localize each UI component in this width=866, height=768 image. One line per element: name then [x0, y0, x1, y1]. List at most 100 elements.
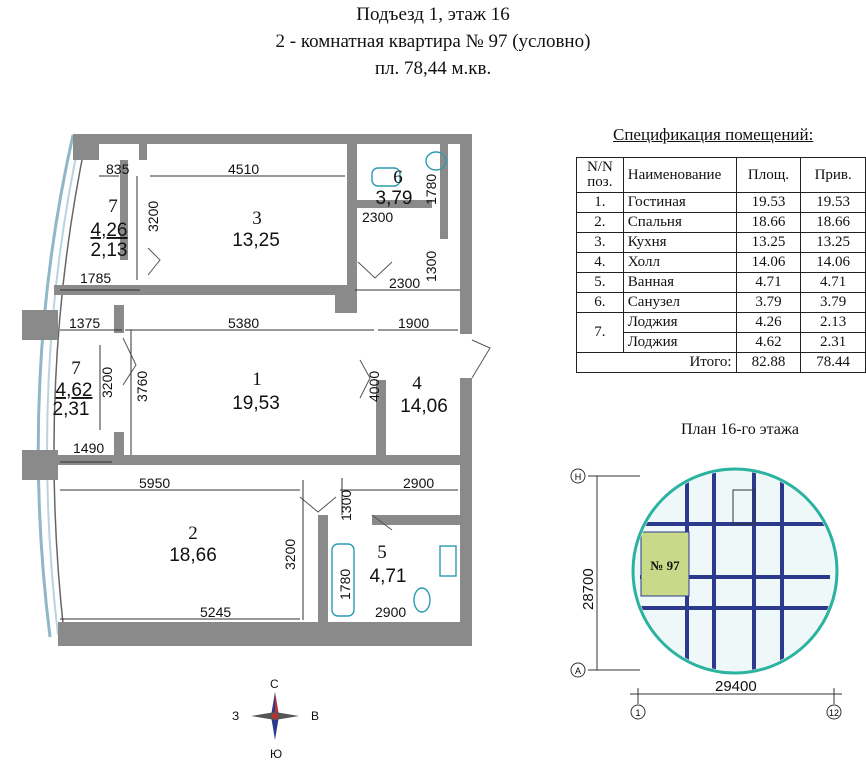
compass-rose-icon	[251, 692, 299, 740]
dim-5380: 5380	[228, 315, 259, 331]
stair-icon	[732, 489, 756, 525]
wall-kitchen-right	[347, 134, 357, 294]
doors	[122, 247, 491, 531]
spec-cell-num: 6.	[576, 292, 624, 313]
door-living	[359, 359, 371, 399]
spec-cell-area: 19.53	[735, 192, 802, 213]
table-row: 5. Ванная 4.71 4.71	[576, 272, 866, 293]
spec-cell-num: 2.	[576, 212, 624, 233]
dim-1785: 1785	[80, 270, 111, 286]
header-line-entrance: Подъезд 1, этаж 16	[356, 4, 510, 25]
floor-plan-thumbnail: № 97	[631, 467, 839, 675]
door-loggia1	[147, 247, 161, 276]
spec-cell-num: 3.	[576, 232, 624, 253]
spec-cell-num: 7.	[576, 312, 624, 353]
spec-cell-area: 18.66	[735, 212, 802, 233]
room-7a-reduced: 2,13	[91, 240, 128, 261]
spec-cell-reduced: 18.66	[800, 212, 866, 233]
spec-cell-area: 4.26	[735, 312, 802, 333]
spec-cell-reduced: 2.31	[800, 332, 866, 353]
wall-hall-bottom	[376, 455, 472, 465]
thumbnail-dim-vertical: 28700	[580, 568, 597, 610]
dim-1375: 1375	[69, 315, 100, 331]
spec-cell-name: Ванная	[622, 272, 737, 293]
apartment-marker-label: № 97	[650, 558, 680, 573]
dim-5245: 5245	[200, 604, 231, 620]
header-line-area: пл. 78,44 м.кв.	[374, 58, 492, 79]
wall-top-b	[147, 134, 357, 144]
spec-cell-area: 4.62	[735, 332, 802, 353]
dim-1780-wc: 1780	[423, 174, 439, 205]
room-7b-reduced: 2,31	[53, 399, 90, 420]
thumbnail-dim-horizontal: 29400	[715, 678, 757, 695]
wall-column-1	[335, 285, 357, 313]
wall-right-lower	[460, 378, 472, 646]
room-7a-area: 4,26	[91, 220, 128, 241]
bath-toilet-icon	[413, 587, 431, 613]
spec-header-name: Наименование	[622, 157, 737, 193]
facade-glass-inner	[46, 136, 81, 636]
spec-cell-reduced: 13.25	[800, 232, 866, 253]
spec-cell-reduced: 4.71	[800, 272, 866, 293]
walls	[22, 134, 472, 646]
dimension-labels: 835 4510 3200 1780 2300 1785 2300 1300 1…	[69, 161, 439, 620]
room-1-area: 19,53	[232, 393, 280, 414]
axis-bottom-label: А	[575, 666, 581, 676]
table-row: 7. Лоджия 4.26 2.13	[576, 312, 866, 353]
room-7b-area: 4,62	[56, 380, 93, 401]
room-7a-number: 7	[108, 196, 118, 217]
spec-table: N/N поз. Наименование Площ. Прив. 1. Гос…	[576, 157, 866, 373]
table-row: 4. Холл 14.06 14.06	[576, 252, 866, 273]
spec-cell-area: 4.71	[735, 272, 802, 293]
thumbnail-axes	[570, 468, 842, 720]
room-6-number: 6	[393, 167, 403, 188]
spec-cell-area: 3.79	[735, 292, 802, 313]
spec-header-row: N/N поз. Наименование Площ. Прив.	[576, 157, 866, 193]
spec-cell-reduced: 2.13	[800, 312, 866, 333]
wall-wc-bottom	[357, 200, 432, 208]
wall-bottom	[58, 622, 472, 646]
dim-3200-loggia: 3200	[99, 367, 115, 398]
bathtub-icon	[331, 543, 355, 617]
wall-right-upper	[460, 134, 472, 334]
spec-cell-name: Лоджия	[622, 312, 737, 333]
dim-2900-bath: 2900	[375, 604, 406, 620]
room-5-area: 4,71	[370, 566, 407, 587]
spec-cell-reduced: 14.06	[800, 252, 866, 273]
room-3-number: 3	[252, 208, 262, 229]
spec-header-reduced: Прив.	[800, 157, 866, 193]
bath-sink-icon	[439, 545, 457, 577]
facade-rail	[53, 139, 87, 634]
wall-hall-left	[376, 380, 386, 465]
wc-sink-icon	[425, 151, 447, 171]
room-7b-number: 7	[71, 358, 81, 379]
table-row: 1. Гостиная 19.53 19.53	[576, 192, 866, 213]
spec-cell-area: 14.06	[735, 252, 802, 273]
dim-3200-kitchen: 3200	[145, 201, 161, 232]
dim-4000: 4000	[366, 371, 382, 402]
table-row: 2. Спальня 18.66 18.66	[576, 212, 866, 233]
wc-toilet-icon	[371, 167, 401, 187]
compass-south: Ю	[270, 747, 282, 761]
spec-cell-num: 1.	[576, 192, 624, 213]
wall-top-c	[357, 134, 472, 144]
wall-loggia1-right	[120, 160, 128, 260]
wall-column-left-low	[22, 450, 58, 480]
spec-total-label: Итого:	[576, 352, 737, 373]
facade-glass-outer	[36, 134, 75, 638]
wall-column-left	[22, 310, 58, 340]
spec-title: Спецификация помещений:	[613, 125, 814, 144]
wall-corner-top-left	[73, 134, 99, 160]
axis-left-label: 1	[635, 708, 640, 718]
room-3-area: 13,25	[232, 230, 280, 251]
room-5-number: 5	[377, 542, 387, 563]
wall-loggia2-post	[114, 305, 124, 333]
compass-north: С	[270, 677, 279, 691]
room-6-area: 3,79	[376, 188, 413, 209]
spec-header-area: Площ.	[735, 157, 802, 193]
spec-cell-name: Гостиная	[622, 192, 737, 213]
wall-mid-1	[54, 285, 354, 295]
wall-top-a	[99, 134, 139, 144]
wall-bath-top	[372, 515, 460, 525]
